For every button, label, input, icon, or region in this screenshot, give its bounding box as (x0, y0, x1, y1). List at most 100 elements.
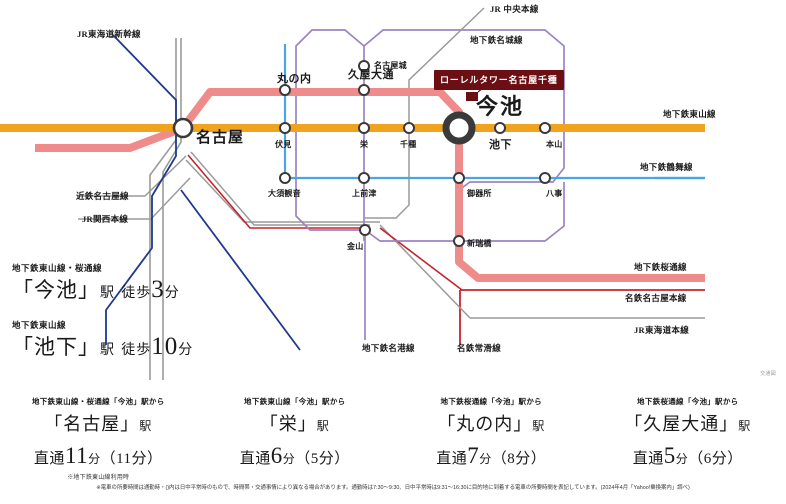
property-callout: ローレルタワー名古屋千種 (434, 70, 564, 90)
travel-minutes-daytime: （5分） (295, 451, 350, 467)
card-station-name: 久屋大通 (643, 414, 720, 434)
property-marker-square (466, 92, 478, 101)
minutes-unit: 分 (164, 286, 180, 301)
legend-line-stubs (640, 124, 705, 282)
jr-chuo-honsen-line (365, 7, 485, 219)
station-label-aratamabashi: 新瑞橋 (467, 239, 492, 248)
travel-minutes-daytime: （8分） (491, 451, 547, 467)
travel-time-card: 地下鉄桜通線「今池」駅から「丸の内」駅直通7分（8分） (393, 396, 590, 481)
card-destination-station: 「栄」駅 (197, 410, 394, 436)
quote-close: 」 (120, 414, 140, 434)
quote-close: 」 (78, 278, 100, 302)
travel-time-card: 地下鉄桜通線「今池」駅から「久屋大通」駅直通5分（6分） (590, 396, 786, 481)
card-travel-time: 直通11分（11分） (0, 443, 197, 469)
eki-suffix: 駅 (100, 342, 115, 358)
jr-corridor-lines (78, 38, 380, 380)
quote-open: 「 (437, 414, 457, 434)
card-station-name: 栄 (278, 414, 298, 434)
minutes-unit: 分 (88, 452, 101, 466)
card-from-label: 地下鉄東山線「今池」駅から (244, 397, 346, 406)
station-label-ikeshita: 池下 (489, 139, 512, 151)
card-from-label: 地下鉄東山線・桜通線「今池」駅から (31, 397, 165, 406)
direct-label: 直通 (33, 451, 65, 467)
quote-close: 」 (297, 414, 317, 434)
station-label-nagoyajo: 名古屋城 (374, 61, 407, 70)
line-label-jr-tokaido-shinkansen: JR東海道新幹線 (77, 29, 141, 39)
access-lines-label: 地下鉄東山線・桜通線 (12, 263, 103, 273)
card-station-name: 丸の内 (456, 414, 514, 434)
line-label-subway-meijo: 地下鉄名城線 (470, 35, 523, 45)
station-marker-nagoya[interactable] (172, 117, 194, 139)
station-marker-fushimi[interactable] (279, 122, 291, 134)
access-main-line: 「池下」駅 徒歩10分 (12, 333, 193, 362)
eki-suffix: 駅 (738, 419, 752, 433)
travel-minutes: 6 (270, 443, 283, 468)
card-from-label: 地下鉄桜通線「今池」駅から (637, 397, 739, 406)
direct-label: 直通 (239, 451, 271, 467)
walk-label: 徒歩 (121, 286, 152, 301)
eki-suffix: 駅 (316, 419, 330, 433)
eki-suffix: 駅 (139, 419, 153, 433)
station-marker-chikusa[interactable] (403, 122, 415, 134)
card-destination-station: 「丸の内」駅 (393, 410, 590, 436)
quote-open: 「 (12, 278, 34, 302)
station-label-nagoya: 名古屋 (196, 130, 245, 146)
minutes-unit: 分 (282, 452, 296, 466)
card-travel-time: 直通6分（5分） (197, 443, 394, 469)
walk-minutes: 3 (151, 276, 165, 303)
station-marker-yagoto[interactable] (539, 172, 551, 184)
quote-close: 」 (513, 414, 533, 434)
card-travel-time: 直通7分（8分） (393, 443, 590, 469)
travel-minutes: 11 (64, 443, 89, 468)
card-station-name: 名古屋 (63, 414, 121, 434)
station-marker-nagoyajo[interactable] (358, 60, 370, 72)
station-rings (172, 60, 551, 247)
jr-tokaido-shinkansen-line (105, 34, 177, 345)
line-label-meitetsu-tokoname: 名鉄常滑線 (457, 343, 502, 353)
station-marker-hisayaodori[interactable] (358, 84, 370, 96)
access-row: 地下鉄東山線 「池下」駅 徒歩10分 (12, 319, 193, 362)
access-summary: 地下鉄東山線・桜通線 「今池」駅 徒歩3分 地下鉄東山線 「池下」駅 徒歩10分 (12, 262, 193, 376)
station-label-motoyama: 本山 (546, 140, 563, 149)
quote-open: 「 (12, 334, 34, 359)
station-marker-kanayama[interactable] (359, 224, 371, 236)
card-destination-station: 「名古屋」駅 (0, 410, 197, 436)
card-destination-station: 「久屋大通」駅 (590, 410, 786, 436)
direct-label: 直通 (632, 451, 664, 467)
map-watermark: 交通図 (760, 371, 776, 377)
access-main-line: 「今池」駅 徒歩3分 (12, 276, 193, 305)
station-label-kanayama: 金山 (347, 242, 364, 251)
station-marker-kamimaezu[interactable] (358, 172, 370, 184)
quote-close: 」 (719, 414, 739, 434)
access-station-name: 池下 (34, 334, 78, 359)
travel-time-cards: 地下鉄東山線・桜通線「今池」駅から「名古屋」駅直通11分（11分）※地下鉄東山線… (0, 396, 786, 481)
card-note: ※地下鉄東山線利用時 (67, 475, 130, 481)
quote-close: 」 (78, 334, 100, 359)
walk-minutes: 10 (151, 332, 179, 360)
station-marker-motoyama[interactable] (539, 122, 551, 134)
quote-open: 「 (259, 414, 279, 434)
travel-minutes-daytime: （6分） (688, 451, 743, 467)
station-label-imaike: 今池 (476, 94, 525, 119)
access-row: 地下鉄東山線・桜通線 「今池」駅 徒歩3分 (12, 262, 193, 305)
direct-label: 直通 (436, 451, 468, 467)
station-marker-imaike[interactable] (442, 111, 476, 145)
station-marker-aratamabashi[interactable] (453, 235, 465, 247)
access-station-name: 今池 (34, 278, 78, 302)
travel-minutes: 7 (467, 443, 480, 468)
transit-map: ローレルタワー名古屋千種 名古屋丸の内伏見大須観音久屋大通栄上前津名古屋城千種今… (0, 5, 776, 380)
station-label-hisayaodori: 久屋大通 (348, 69, 394, 81)
station-marker-ikeshita[interactable] (494, 122, 506, 134)
station-marker-osukannon[interactable] (279, 172, 291, 184)
line-label-subway-meiko: 地下鉄名港線 (362, 343, 415, 353)
station-label-chikusa: 千種 (400, 140, 417, 149)
quote-open: 「 (624, 414, 644, 434)
line-label-subway-higashiyama: 地下鉄東山線 (663, 109, 716, 119)
minutes-unit: 分 (479, 452, 492, 466)
minutes-unit: 分 (675, 452, 689, 466)
station-marker-sakae[interactable] (358, 122, 370, 134)
line-label-meitetsu-nagoya: 名鉄名古屋本線 (625, 293, 687, 303)
disclaimer-note: ※電車の所要時間は通勤時・()内は日中平常時のもので、時間帯・交通事情により異な… (96, 485, 690, 491)
station-marker-gokiso[interactable] (453, 172, 465, 184)
station-marker-marunouchi[interactable] (279, 84, 291, 96)
